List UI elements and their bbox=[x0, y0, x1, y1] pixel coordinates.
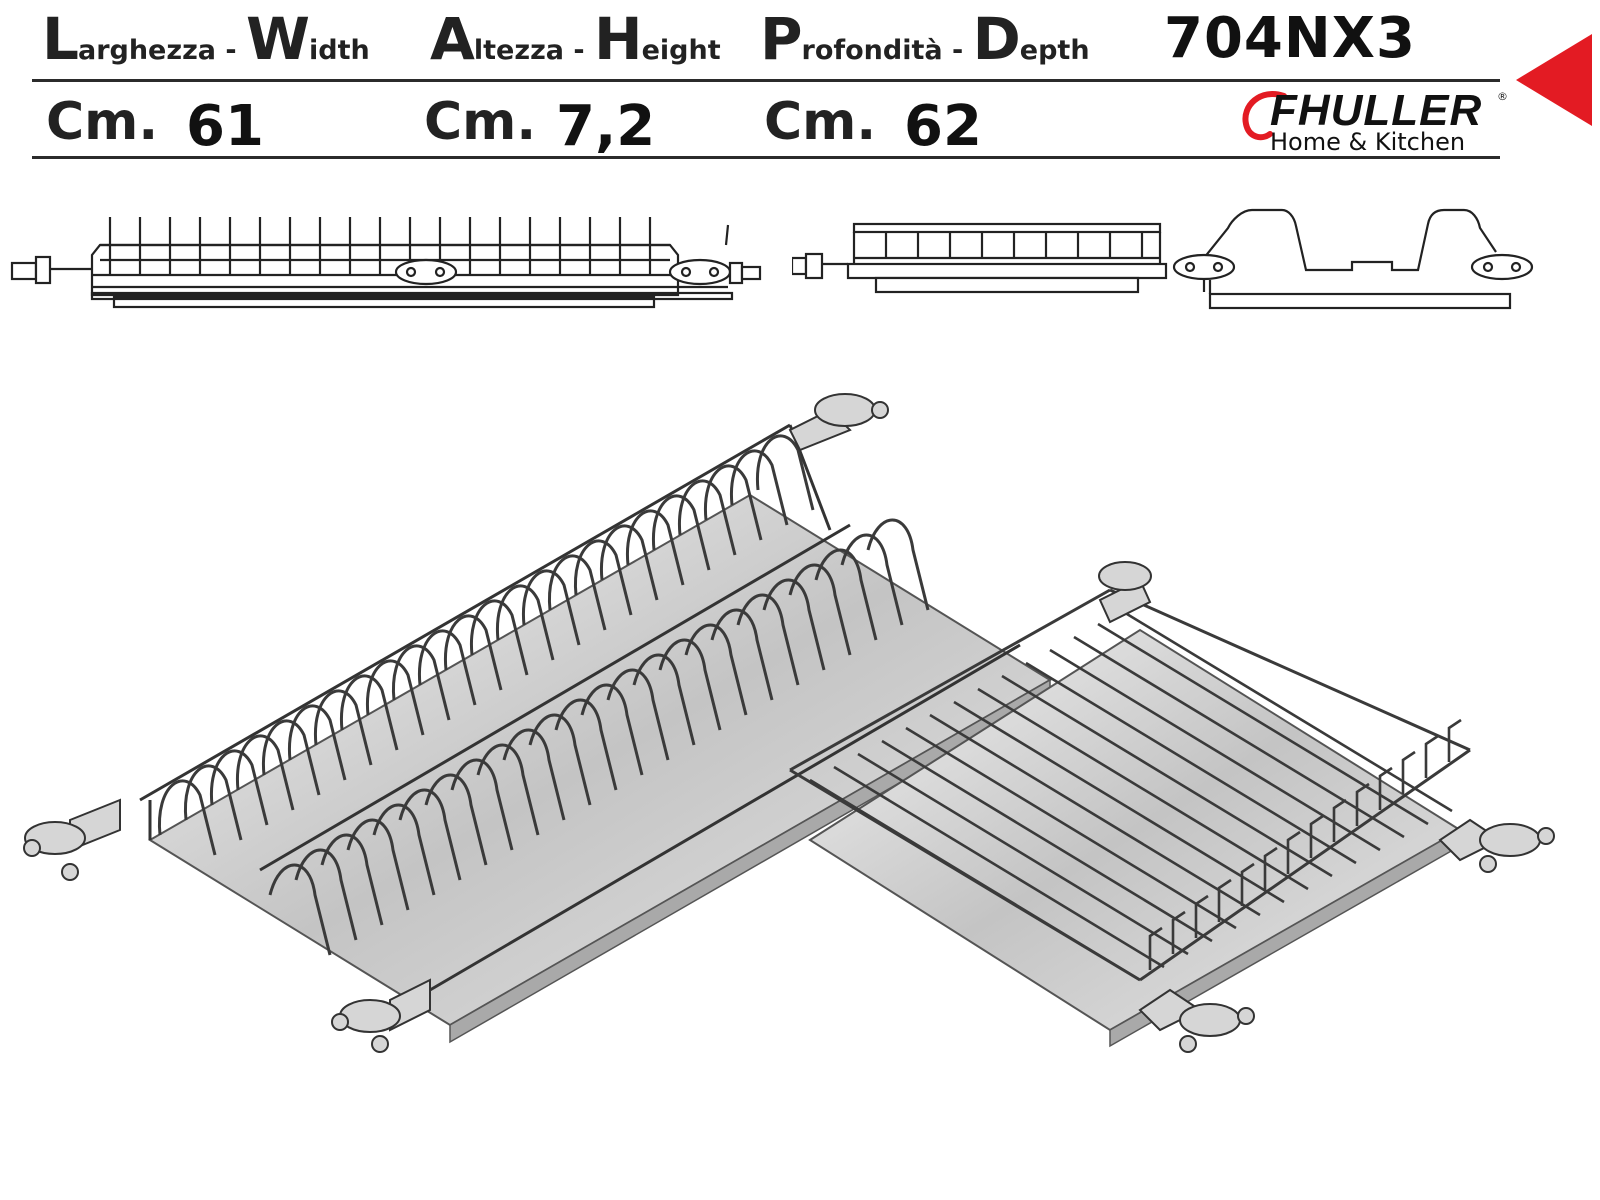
rack-front-tine bbox=[866, 518, 930, 611]
cup-tray-side-view bbox=[792, 208, 1534, 310]
width-label: Larghezza - Width bbox=[42, 5, 370, 73]
rack-front-tine bbox=[788, 563, 852, 656]
cup-tray-bar bbox=[833, 765, 1165, 969]
plate-rack-illustration bbox=[23, 393, 1052, 1053]
cup-tray-front-loop bbox=[1217, 878, 1232, 922]
brand-tagline: Home & Kitchen bbox=[1270, 128, 1466, 156]
cup-tray-front-loop bbox=[1286, 830, 1301, 874]
rack-back-tine bbox=[287, 704, 347, 781]
rack-front-tine bbox=[398, 788, 462, 881]
cup-tray-front-loop bbox=[1148, 926, 1163, 970]
rack-front-tine bbox=[372, 803, 436, 896]
rack-back-tine bbox=[755, 434, 815, 511]
cup-tray-bar bbox=[1121, 609, 1453, 813]
depth-unit: Cm. bbox=[764, 92, 877, 152]
brand-registered: ® bbox=[1497, 90, 1508, 103]
rack-front-tine bbox=[710, 608, 774, 701]
cup-tray-bar bbox=[1073, 635, 1405, 839]
product-code: 704NX3 bbox=[1164, 6, 1416, 71]
rack-back-tine bbox=[651, 494, 711, 571]
rack-back-tine bbox=[599, 524, 659, 601]
rack-back-tine bbox=[469, 599, 529, 676]
rack-back-tine bbox=[573, 539, 633, 616]
cup-tray-bar bbox=[977, 687, 1309, 891]
width-unit: Cm. bbox=[46, 92, 159, 152]
cup-tray-front-loop bbox=[1194, 894, 1209, 938]
depth-label: Profondità - Depth bbox=[760, 5, 1090, 73]
height-unit: Cm. bbox=[424, 92, 537, 152]
plate-rack-side-view bbox=[10, 217, 762, 309]
rack-back-tine bbox=[495, 584, 555, 661]
cup-tray-illustration bbox=[789, 561, 1555, 1053]
rack-front-tine bbox=[528, 713, 592, 806]
rack-back-tine bbox=[729, 449, 789, 526]
cup-tray-front-loop bbox=[1263, 846, 1278, 890]
header-rule-top bbox=[32, 79, 1500, 82]
cup-tray-bar bbox=[953, 700, 1285, 904]
rack-back-tine bbox=[365, 659, 425, 736]
depth-value: 62 bbox=[904, 94, 982, 159]
rack-front-tine bbox=[762, 578, 826, 671]
rack-front-tine bbox=[736, 593, 800, 686]
rack-back-tine bbox=[313, 689, 373, 766]
rack-front-tine bbox=[502, 728, 566, 821]
triangle-left-icon[interactable] bbox=[1512, 30, 1596, 130]
rack-front-tine bbox=[424, 773, 488, 866]
rack-back-tine bbox=[417, 629, 477, 706]
cup-tray-front-loop bbox=[1447, 718, 1462, 762]
cup-tray-bar bbox=[1025, 661, 1357, 865]
brand-swoosh-icon bbox=[1242, 91, 1287, 141]
rack-front-tine bbox=[268, 863, 332, 956]
rack-front-tine bbox=[476, 743, 540, 836]
rack-back-tine bbox=[677, 479, 737, 556]
rack-front-tine bbox=[684, 623, 748, 716]
cup-tray-front-loop bbox=[1240, 862, 1255, 906]
rack-back-tine bbox=[209, 749, 269, 826]
cup-tray-bar bbox=[1097, 622, 1429, 826]
cup-tray-front-loop bbox=[1309, 814, 1324, 858]
cup-tray-bar bbox=[1049, 648, 1381, 852]
rack-front-tine bbox=[658, 638, 722, 731]
cup-tray-bar bbox=[1001, 674, 1333, 878]
rack-back-tine bbox=[183, 764, 243, 841]
rack-front-tine bbox=[554, 698, 618, 791]
rack-back-tine bbox=[625, 509, 685, 586]
rack-back-tine bbox=[521, 569, 581, 646]
rack-back-tine bbox=[443, 614, 503, 691]
height-label: Altezza - Height bbox=[430, 5, 721, 73]
rack-front-tine bbox=[606, 668, 670, 761]
cup-tray-bar bbox=[881, 739, 1213, 943]
cup-tray-bar bbox=[905, 726, 1237, 930]
rack-front-tine bbox=[320, 833, 384, 926]
rack-front-tine bbox=[294, 848, 358, 941]
height-value: 7,2 bbox=[556, 94, 656, 159]
rack-back-tine bbox=[547, 554, 607, 631]
cup-tray-bar bbox=[809, 778, 1141, 982]
brand-logo: FHULLER ® Home & Kitchen bbox=[1240, 86, 1508, 158]
rack-back-tine bbox=[261, 719, 321, 796]
cup-tray-front-loop bbox=[1401, 750, 1416, 794]
width-value: 61 bbox=[186, 94, 264, 159]
header-rule-bottom bbox=[32, 156, 1500, 159]
rack-front-tine bbox=[450, 758, 514, 851]
rack-back-tine bbox=[235, 734, 295, 811]
rack-front-tine bbox=[840, 533, 904, 626]
rack-front-tine bbox=[580, 683, 644, 776]
cup-tray-front-loop bbox=[1355, 782, 1370, 826]
cup-tray-front-loop bbox=[1332, 798, 1347, 842]
brand-name: FHULLER bbox=[1270, 86, 1483, 135]
rack-back-tine bbox=[391, 644, 451, 721]
cup-tray-bar bbox=[929, 713, 1261, 917]
cup-tray-front-loop bbox=[1171, 910, 1186, 954]
cup-tray-bar bbox=[857, 752, 1189, 956]
rack-back-tine bbox=[157, 779, 217, 856]
rack-back-tine bbox=[339, 674, 399, 751]
rack-front-tine bbox=[814, 548, 878, 641]
cup-tray-front-loop bbox=[1424, 734, 1439, 778]
rack-back-tine bbox=[703, 464, 763, 541]
cup-tray-front-loop bbox=[1378, 766, 1393, 810]
rack-front-tine bbox=[346, 818, 410, 911]
rack-front-tine bbox=[632, 653, 696, 746]
